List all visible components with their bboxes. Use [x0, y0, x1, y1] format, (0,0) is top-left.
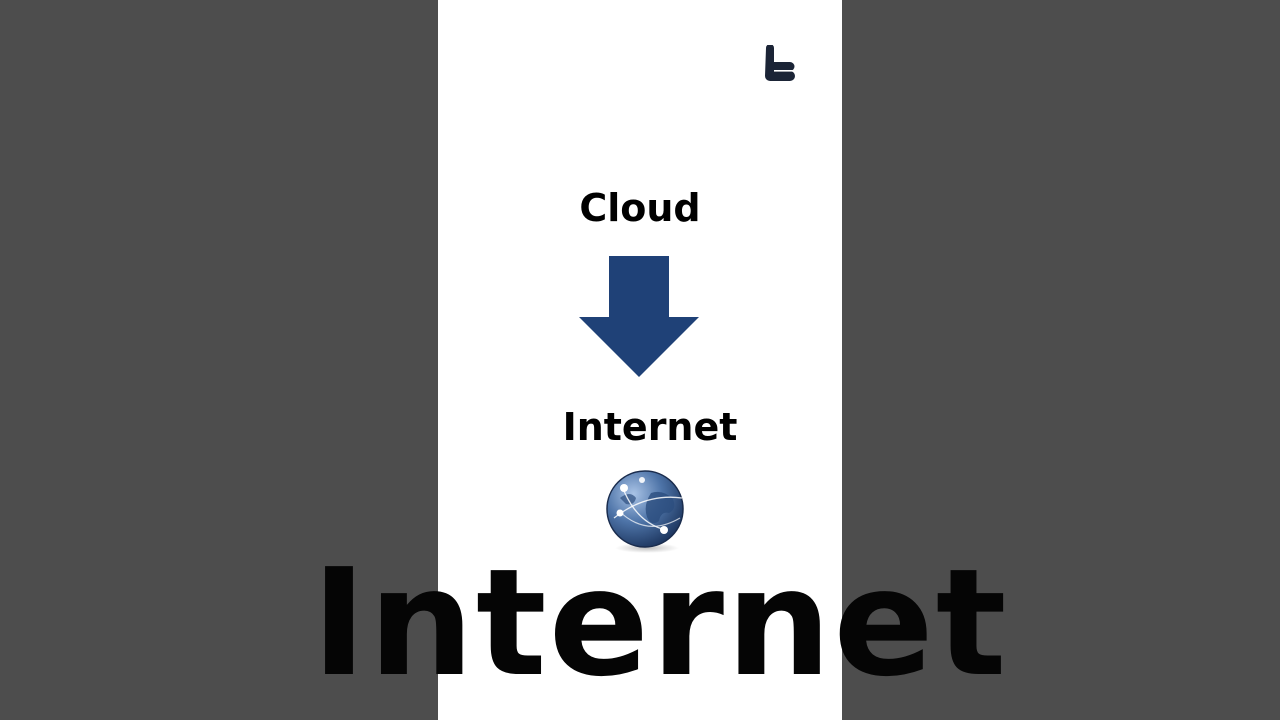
background-blurred-text: Internet: [311, 537, 1009, 709]
arrow-down-icon: [579, 256, 699, 377]
cloud-label: Cloud: [579, 186, 701, 230]
globe-network-icon: [606, 470, 684, 553]
internet-label: Internet: [562, 405, 738, 449]
slide-panel: Cloud Internet: [438, 0, 842, 720]
brand-logo-icon: [765, 45, 795, 81]
